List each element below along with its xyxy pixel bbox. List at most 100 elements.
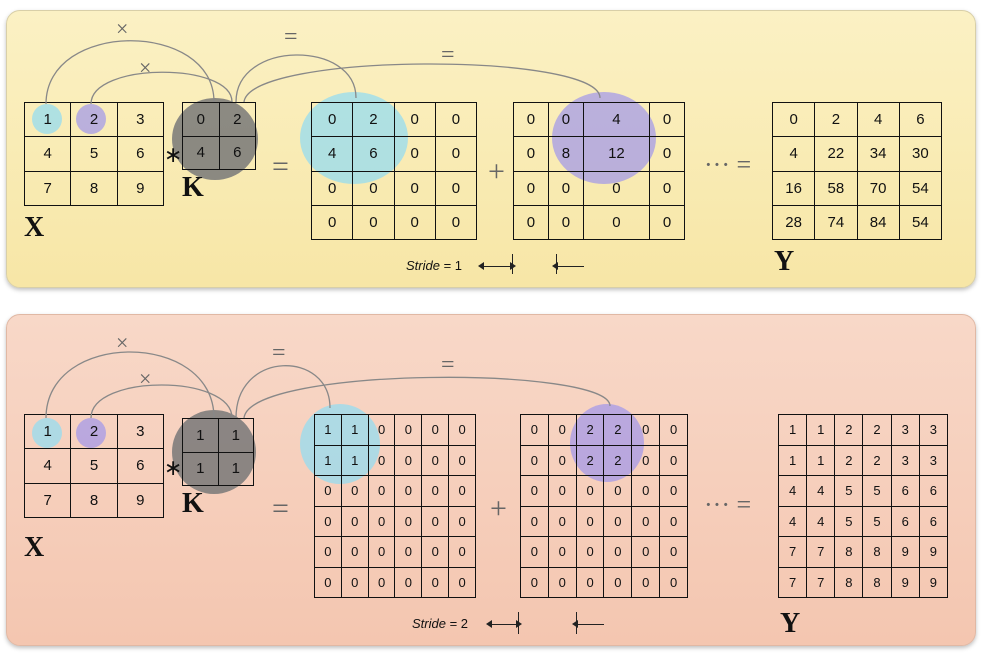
matrix-cell: 5 xyxy=(862,475,892,507)
matrix-cell: 74 xyxy=(814,204,858,241)
matrix-cell: 6 xyxy=(116,448,165,484)
matrix-cell: 0 xyxy=(520,444,549,476)
matrix-cell: 0 xyxy=(393,204,436,241)
times-sign-outer: × xyxy=(116,330,129,355)
matrix-cell: 0 xyxy=(603,566,633,598)
matrix-cell: 0 xyxy=(659,536,688,568)
matrix-cell: 0 xyxy=(340,566,369,598)
matrix-cell: 0 xyxy=(603,536,633,568)
matrix-cell: 54 xyxy=(898,170,943,206)
matrix-cell: 9 xyxy=(918,536,949,568)
matrix-cell: 9 xyxy=(918,566,949,598)
times-sign-inner: × xyxy=(139,366,152,391)
convolution-operator: ∗ xyxy=(164,456,183,481)
matrix-cell: 0 xyxy=(771,101,816,138)
matrix-cell: 0 xyxy=(421,566,450,598)
matrix-cell: 1 xyxy=(777,414,808,446)
matrix-cell: 0 xyxy=(310,204,354,241)
matrix-cell: 0 xyxy=(513,101,549,138)
matrix-cell: 4 xyxy=(777,475,808,507)
matrix-cell: 0 xyxy=(393,101,436,138)
matrix-cell: 2 xyxy=(834,414,864,446)
matrix-cell: 0 xyxy=(314,566,342,598)
matrix-cell: 0 xyxy=(394,475,423,507)
matrix-cell: 0 xyxy=(310,170,354,206)
stride-arrow-left xyxy=(484,266,510,267)
matrix-cell: 4 xyxy=(777,505,808,537)
matrix-cell: 0 xyxy=(582,170,651,206)
matrix-cell: 7 xyxy=(23,170,72,207)
matrix-cell: 84 xyxy=(856,204,900,241)
convolution-operator: ∗ xyxy=(164,143,183,168)
matrix-cell: 0 xyxy=(603,505,633,537)
matrix-cell: 12 xyxy=(582,136,651,172)
matrix-cell: 28 xyxy=(771,204,816,241)
matrix-cell: 9 xyxy=(116,482,165,519)
matrix-cell: 5 xyxy=(70,448,118,484)
matrix-cell: 1 xyxy=(806,414,836,446)
matrix-cell: 0 xyxy=(434,204,478,241)
matrix-cell: 0 xyxy=(659,444,688,476)
matrix-cell: 0 xyxy=(547,536,577,568)
matrix-cell: 0 xyxy=(547,566,577,598)
matrix-cell: 0 xyxy=(582,204,651,241)
matrix-cell: 9 xyxy=(890,536,920,568)
matrix-cell: 3 xyxy=(890,444,920,476)
matrix-cell: 6 xyxy=(116,136,165,172)
matrix-cell: 6 xyxy=(898,101,943,138)
matrix-cell: 0 xyxy=(513,170,549,206)
matrix-cell: 8 xyxy=(547,136,584,172)
matrix-cell: 0 xyxy=(182,102,220,137)
stride-arrow-right xyxy=(558,266,584,267)
ellipsis-equals: ··· = xyxy=(704,150,752,179)
matrix-cell: 0 xyxy=(367,475,396,507)
matrix-cell: 6 xyxy=(890,505,920,537)
equals-sign: = xyxy=(272,150,289,183)
matrix-cell: 0 xyxy=(434,170,478,206)
matrix-cell: 1 xyxy=(217,451,254,486)
matrix-cell: 9 xyxy=(116,170,165,207)
matrix-cell: 0 xyxy=(649,204,685,241)
stride-arrow-left xyxy=(492,624,516,625)
matrix-cell: 0 xyxy=(310,101,354,138)
matrix-cell: 1 xyxy=(182,418,219,453)
matrix-cell: 0 xyxy=(547,505,577,537)
matrix-cell: 0 xyxy=(520,566,549,598)
matrix-cell: 22 xyxy=(814,136,858,172)
matrix-cell: 4 xyxy=(582,101,651,138)
matrix-cell: 4 xyxy=(23,448,72,484)
matrix-cell: 0 xyxy=(448,566,476,598)
matrix-cell: 30 xyxy=(898,136,943,172)
matrix-cell: 2 xyxy=(575,444,605,476)
stride-arrow-right xyxy=(578,624,604,625)
stride-label: Stride = 2 xyxy=(412,616,469,631)
matrix-cell: 3 xyxy=(918,444,949,476)
times-sign-outer: × xyxy=(116,16,129,41)
